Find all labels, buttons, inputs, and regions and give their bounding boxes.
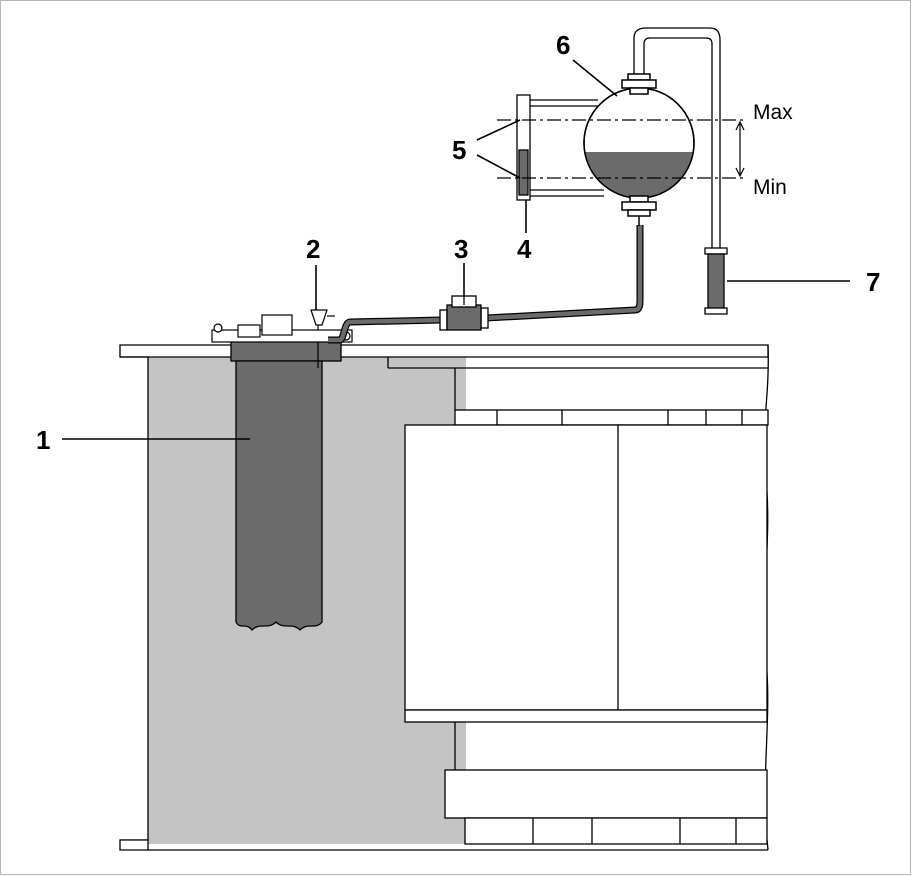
callout-1: 1 bbox=[36, 425, 50, 455]
leader-5a bbox=[476, 119, 521, 141]
level-lines bbox=[497, 119, 745, 179]
pipework bbox=[328, 225, 644, 344]
tank-top-flange bbox=[119, 344, 769, 358]
max-level-label: Max bbox=[753, 101, 793, 124]
callout-4: 4 bbox=[517, 234, 532, 264]
oil-level-gauge bbox=[516, 94, 604, 201]
valve-2 bbox=[310, 309, 328, 326]
bottom-yoke bbox=[444, 769, 768, 819]
winding-block bbox=[404, 424, 768, 711]
conservator-vessel bbox=[583, 73, 695, 226]
callout-2: 2 bbox=[306, 234, 320, 264]
dryer-head bbox=[230, 340, 342, 362]
min-level-label: Min bbox=[753, 176, 787, 199]
relay-housing bbox=[261, 314, 293, 336]
leader-lines bbox=[62, 59, 850, 440]
callout-3: 3 bbox=[454, 234, 468, 264]
winding-base bbox=[404, 709, 768, 723]
terminal-box bbox=[237, 324, 261, 338]
leader-6 bbox=[572, 59, 618, 97]
breather-assembly bbox=[633, 27, 728, 315]
tank-bottom-flange-left bbox=[119, 839, 149, 851]
transformer-tank bbox=[119, 344, 769, 851]
eye-bolt-left bbox=[213, 323, 223, 333]
top-fittings bbox=[211, 309, 353, 343]
callout-7: 7 bbox=[866, 267, 880, 297]
dryer-body bbox=[235, 360, 323, 631]
bottom-support bbox=[464, 817, 768, 845]
buchholz-relay bbox=[439, 295, 489, 331]
yoke-band-top bbox=[454, 409, 769, 426]
callout-5: 5 bbox=[452, 135, 466, 165]
dryer-cylinder bbox=[230, 325, 342, 631]
callout-6: 6 bbox=[556, 30, 570, 60]
leader-5b bbox=[476, 154, 521, 179]
